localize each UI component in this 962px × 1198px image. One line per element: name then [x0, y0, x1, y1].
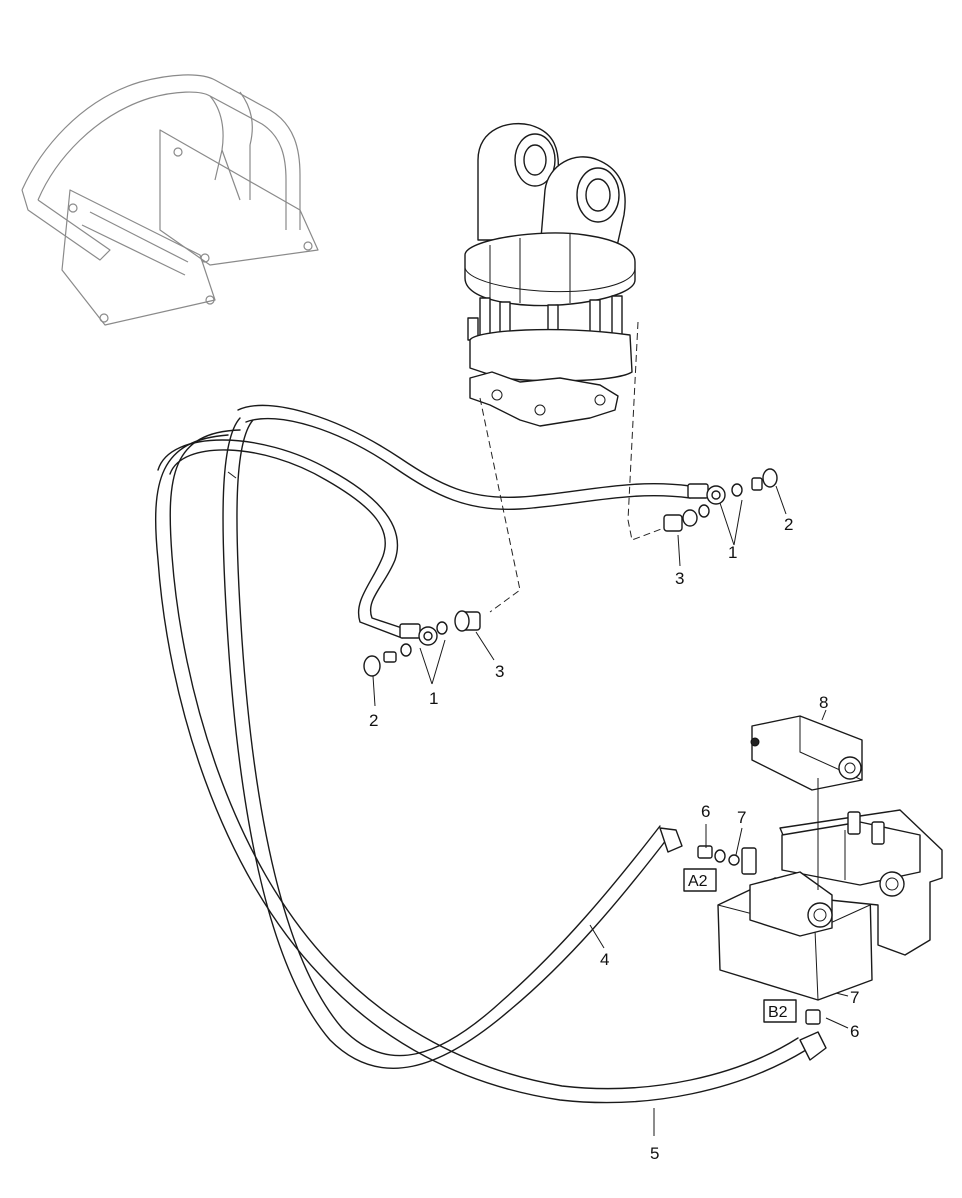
- callout-labels: 1 2 3 1 2 3 4 5 6 6 7 7 8: [369, 515, 859, 1163]
- left-fittings: [363, 610, 495, 707]
- callout-4: 4: [600, 950, 609, 969]
- port-b2-label: B2: [768, 1004, 788, 1021]
- callout-1-mid: 1: [429, 689, 438, 708]
- right-fittings: [663, 468, 787, 567]
- port-a2-label: A2: [688, 873, 708, 890]
- callout-6-bot: 6: [850, 1022, 859, 1041]
- hose-5: [155, 429, 807, 1104]
- callout-2-mid: 2: [369, 711, 378, 730]
- dashed-leaders: [479, 321, 665, 613]
- callout-3-top: 3: [675, 569, 684, 588]
- callout-8: 8: [819, 693, 828, 712]
- hose-4: [222, 417, 671, 1070]
- valve-block: [717, 709, 943, 1001]
- callout-5: 5: [650, 1144, 659, 1163]
- callout-7-bot: 7: [850, 988, 859, 1007]
- ghost-bracket: [21, 74, 319, 326]
- callout-1-top: 1: [728, 543, 737, 562]
- callout-6-top: 6: [701, 802, 710, 821]
- port-labels: A2 B2: [683, 868, 797, 1023]
- rotator-unit: [464, 122, 636, 427]
- callout-3-mid: 3: [495, 662, 504, 681]
- callout-2-top: 2: [784, 515, 793, 534]
- rotator-lines: [157, 404, 691, 639]
- callout-7-top: 7: [737, 808, 746, 827]
